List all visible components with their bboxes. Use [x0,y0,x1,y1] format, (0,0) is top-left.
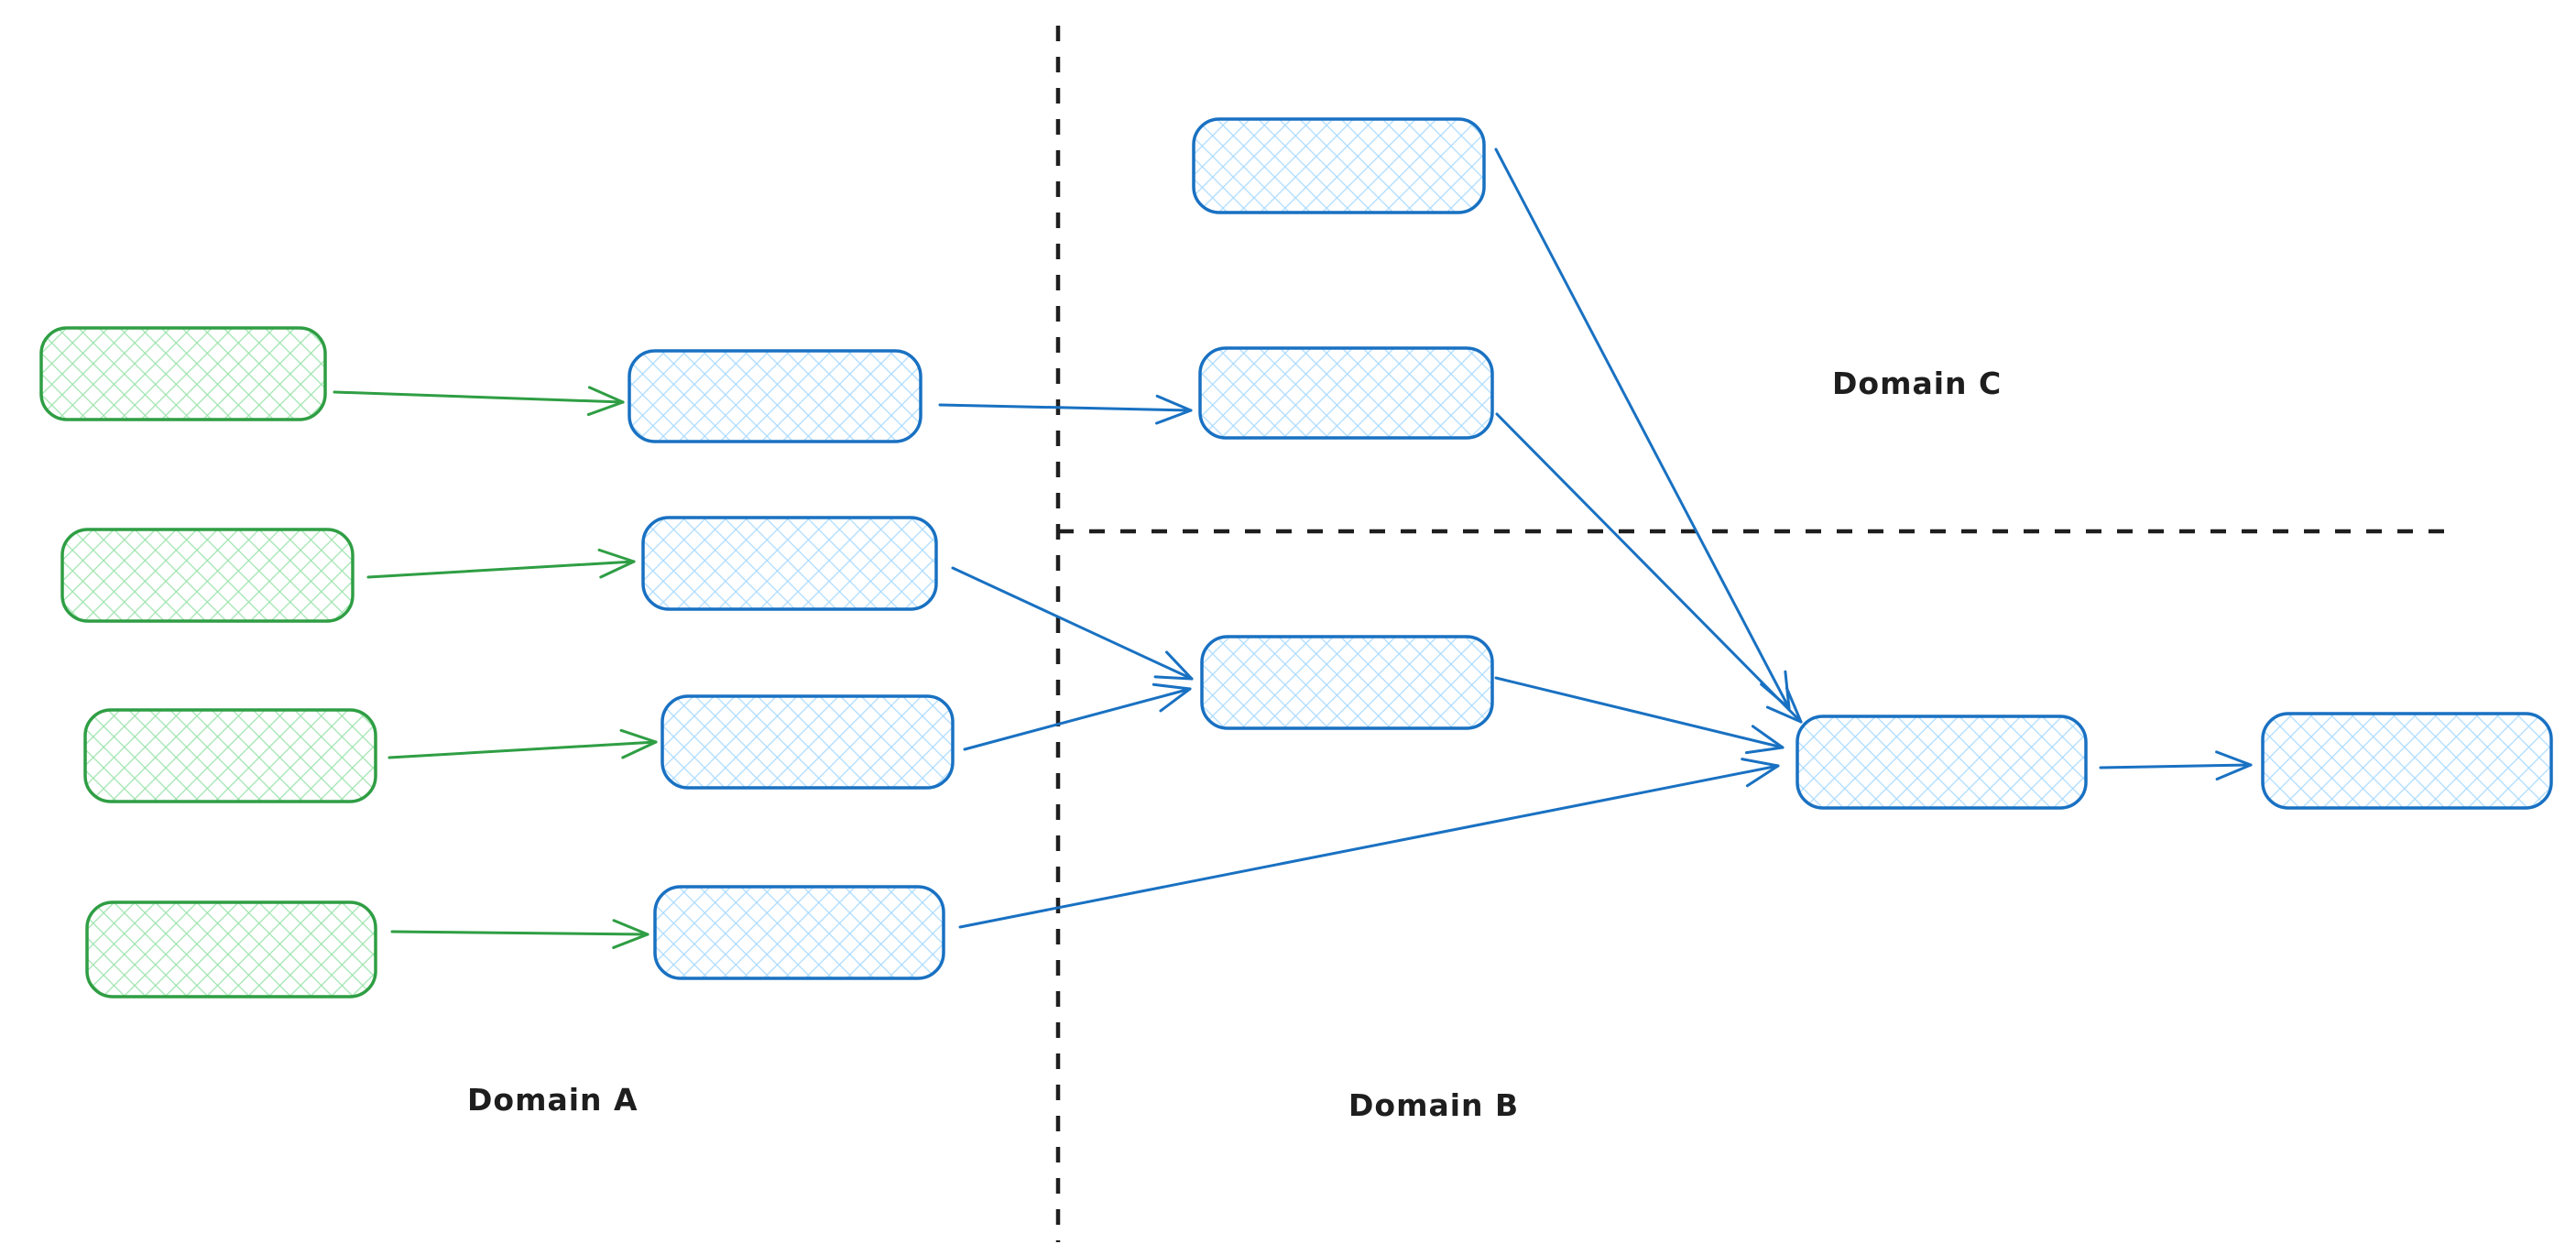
node-blue-a1 [628,349,922,443]
node-blue-join [1796,715,2088,810]
node-blue-c2 [1198,346,1494,440]
domain-a-label: Domain A [467,1082,639,1118]
edge-b1-to-join [1494,676,1785,755]
edge-a2-to-b1 [951,566,1194,681]
node-green-1 [39,326,327,421]
node-green-2 [60,528,355,623]
nodes-layer [39,117,2553,999]
node-blue-c1 [1192,117,1486,214]
node-blue-final [2261,712,2553,810]
labels-layer: Domain A Domain B Domain C [467,366,2002,1123]
edge-a4-to-join [958,758,1780,929]
edge-green2-to-a2 [366,548,636,579]
edge-green3-to-a3 [387,728,658,759]
node-green-4 [85,900,377,999]
node-blue-a4 [653,885,945,980]
node-green-3 [83,708,377,803]
edge-a3-to-b1 [963,682,1192,751]
edge-join-to-final [2099,750,2253,781]
node-blue-b1 [1200,635,1494,730]
edge-green4-to-a4 [390,919,649,949]
edge-c1-to-join [1494,147,1791,710]
domain-c-label: Domain C [1832,366,2002,401]
edges-layer [333,147,2253,949]
node-blue-a2 [641,516,938,611]
domain-b-label: Domain B [1348,1087,1519,1123]
node-blue-a3 [660,694,955,790]
edge-a1-to-c2 [938,394,1193,425]
edge-green1-to-a1 [333,386,625,417]
domain-dividers-layer [1055,26,2446,1242]
edge-c2-to-join [1495,412,1803,724]
